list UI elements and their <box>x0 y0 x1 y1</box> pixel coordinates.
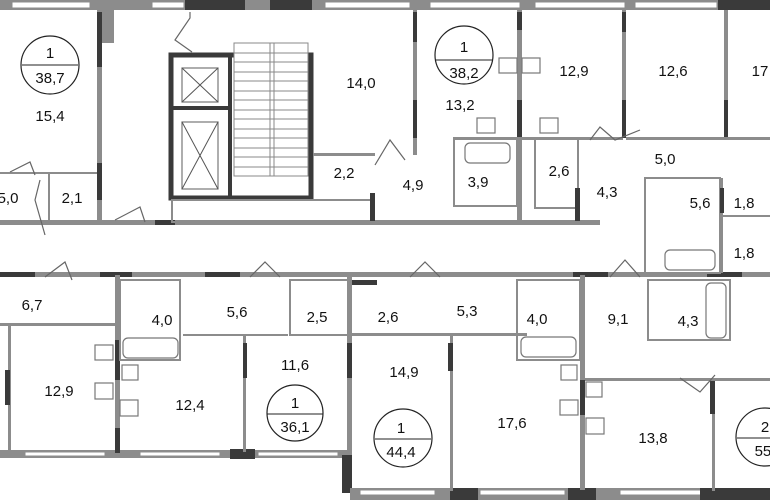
room-area: 2,1 <box>62 190 83 207</box>
apartment-badge: 1 36,1 <box>266 384 324 442</box>
staircase <box>233 42 309 177</box>
lower-right-walls <box>352 275 770 491</box>
room-area: 4,9 <box>403 177 424 194</box>
room-area: 12,9 <box>559 63 588 80</box>
room-area: 4,3 <box>597 184 618 201</box>
room-area: 11,6 <box>281 357 309 374</box>
room-area: 14,9 <box>389 364 418 381</box>
apartment-rooms: 1 <box>397 420 405 437</box>
room-area: 6,7 <box>22 297 43 314</box>
room-area: 17 <box>752 63 769 80</box>
room-area: 1,8 <box>734 195 755 212</box>
room-area: 15,4 <box>35 108 64 125</box>
apartment-badge: 1 44,4 <box>373 408 433 468</box>
stair-core <box>168 12 373 223</box>
doors <box>9 126 716 393</box>
apartment-area: 38,7 <box>35 70 64 87</box>
room-area: 5,3 <box>457 303 478 320</box>
apartment-area: 38,2 <box>449 65 478 82</box>
apartment-area: 36,1 <box>280 419 309 436</box>
room-area: 1,8 <box>734 245 755 262</box>
room-area: 14,0 <box>346 75 375 92</box>
apartment-badge: 1 38,7 <box>20 35 80 95</box>
room-area: 12,4 <box>175 397 204 414</box>
room-area: 5,0 <box>0 190 18 207</box>
room-area: 5,0 <box>655 151 676 168</box>
room-area: 3,9 <box>468 174 489 191</box>
room-area: 2,2 <box>334 165 355 182</box>
apartment-area: 44,4 <box>386 444 415 461</box>
room-area: 9,1 <box>608 311 629 328</box>
apartment-38-2-walls <box>313 10 770 274</box>
apartment-rooms: 2 <box>761 419 769 436</box>
lower-left-walls <box>0 275 352 455</box>
room-area: 5,6 <box>690 195 711 212</box>
apartment-38-7-walls <box>0 10 114 222</box>
room-area: 12,6 <box>658 63 687 80</box>
room-area: 4,0 <box>527 311 548 328</box>
room-area: 2,5 <box>307 309 328 326</box>
apartment-rooms: 1 <box>291 395 299 412</box>
room-area: 2,6 <box>549 163 570 180</box>
room-area: 2,6 <box>378 309 399 326</box>
apartment-area: 55, <box>755 443 770 460</box>
room-labels: 15,4 5,0 2,1 14,0 2,2 4,9 13,2 3,9 2,6 1… <box>0 63 768 447</box>
room-area: 4,0 <box>152 312 173 329</box>
bottom-facade <box>0 449 770 500</box>
apartment-badge: 2 55, <box>735 407 770 467</box>
room-area: 13,2 <box>445 97 474 114</box>
top-facade <box>0 0 770 10</box>
apartment-badge: 1 38,2 <box>434 25 494 85</box>
room-area: 5,6 <box>227 304 248 321</box>
room-area: 4,3 <box>678 313 699 330</box>
room-area: 12,9 <box>44 383 73 400</box>
room-area: 13,8 <box>638 430 667 447</box>
apartment-rooms: 1 <box>46 45 54 62</box>
apartment-rooms: 1 <box>460 39 468 56</box>
room-area: 17,6 <box>497 415 526 432</box>
